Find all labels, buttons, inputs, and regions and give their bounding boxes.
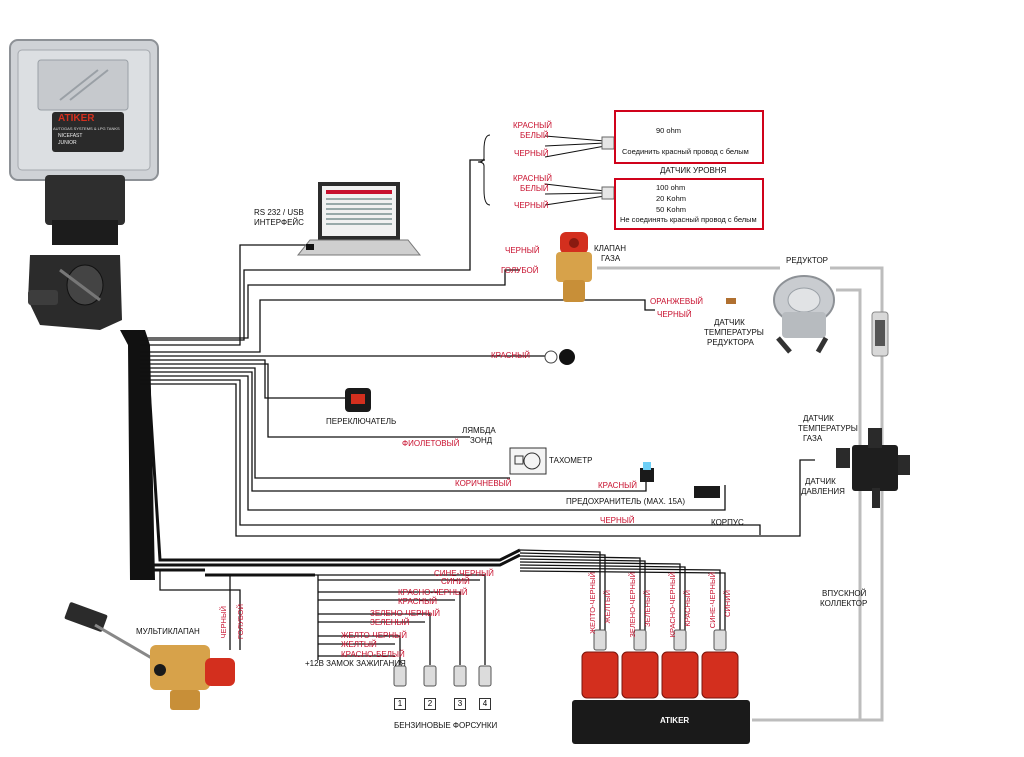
petrol-injectors-caption: БЕНЗИНОВЫЕ ФОРСУНКИ	[394, 721, 498, 730]
level1-note: Соединить красный провод с белым	[622, 147, 749, 156]
red-wire-label: КРАСНЫЙ	[491, 351, 531, 360]
gas-filter-image	[871, 311, 889, 357]
gasinj-w1: ЖЕЛТО-ЧЕРНЫЙ	[588, 572, 597, 634]
pressure-line1: ДАТЧИК	[805, 477, 836, 486]
fuse-image	[640, 462, 720, 498]
level-brace	[477, 134, 606, 206]
gas-valve-image	[556, 232, 592, 302]
petrol-w6: ЗЕЛЕНЫЙ	[370, 618, 410, 627]
ecu-body	[9, 39, 159, 245]
reducer-caption: РЕДУКТОР	[786, 256, 829, 265]
ground-caption: КОРПУС	[711, 518, 744, 527]
branch-wires	[140, 159, 815, 665]
valve-wire-black: ЧЕРНЫЙ	[505, 246, 540, 255]
petrol-w3: КРАСНО-ЧЕРНЫЙ	[398, 588, 468, 597]
lambda-line1: ЛЯМБДА	[462, 426, 496, 435]
multivalve-caption: МУЛЬТИКЛАПАН	[136, 627, 200, 636]
switch-caption: ПЕРЕКЛЮЧАТЕЛЬ	[326, 417, 397, 426]
interface-line2: ИНТЕРФЕЙС	[254, 218, 304, 227]
reducer-temp-line1: ДАТЧИК	[714, 318, 745, 327]
interface-line1: RS 232 / USB	[254, 208, 304, 217]
fuse-caption: ПРЕДОХРАНИТЕЛЬ (MAX. 15A)	[566, 497, 685, 506]
multivalve-image	[64, 602, 235, 710]
gas-pipes	[597, 266, 884, 722]
intake-line2: КОЛЛЕКТОР	[820, 599, 868, 608]
level1-wire-black: ЧЕРНЫЙ	[514, 149, 549, 158]
level-sensor-1-box	[614, 110, 764, 164]
level2-wire-white: БЕЛЫЙ	[520, 184, 549, 193]
valve-line1: КЛАПАН	[594, 244, 627, 253]
ecu-connector	[28, 255, 122, 330]
injector-number-2: 2	[424, 698, 436, 710]
petrol-w1: СИНЕ-ЧЕРНЫЙ	[434, 569, 494, 578]
petrol-w7: ЖЕЛТО-ЧЕРНЫЙ	[341, 631, 407, 640]
switch-image	[345, 388, 371, 412]
main-harness	[128, 335, 521, 577]
level-caption: ДАТЧИК УРОВНЯ	[660, 166, 727, 175]
lambda-wire: ФИОЛЕТОВЫЙ	[402, 439, 460, 448]
level-sensor-2-box	[614, 178, 764, 230]
intake-line1: ВПУСКНОЙ	[822, 589, 867, 598]
gasinj-w4: ЗЕЛЕНЫЙ	[643, 590, 652, 627]
ecu-subtitle: AUTOGAS SYSTEMS & LPG TANKS	[53, 126, 120, 131]
petrol-w2: СИНИЙ	[441, 577, 470, 586]
level2-value3: 50 Kohm	[656, 205, 687, 214]
pressure-sensor-image	[836, 428, 910, 508]
petrol-w8: ЖЕЛТЫЙ	[341, 640, 377, 649]
valve-wire-blue: ГОЛУБОЙ	[501, 266, 539, 275]
level2-value1: 100 ohm	[656, 183, 686, 192]
level1-value: 90 ohm	[656, 126, 682, 135]
injector-number-1: 1	[394, 698, 406, 710]
gasinj-w6: КРАСНЫЙ	[683, 590, 692, 627]
multivalve-wire-black: ЧЕРНЫЙ	[219, 606, 228, 639]
level2-value2: 20 Kohm	[656, 194, 687, 203]
pressure-line2: ДАВЛЕНИЯ	[801, 487, 845, 496]
reducer-temp-line2: ТЕМПЕРАТУРЫ	[704, 328, 764, 337]
ground-wire: ЧЕРНЫЙ	[600, 516, 635, 525]
gastemp-line1: ДАТЧИК	[803, 414, 834, 423]
valve-line2: ГАЗА	[601, 254, 621, 263]
petrol-w9: КРАСНО-БЕЛЫЙ	[341, 650, 405, 659]
injector-number-3: 3	[454, 698, 466, 710]
level2-wire-black: ЧЕРНЫЙ	[514, 201, 549, 210]
gasinj-w3: ЗЕЛЕНО-ЧЕРНЫЙ	[628, 572, 637, 638]
gasinj-w8: СИНИЙ	[723, 590, 732, 618]
petrol-w5: ЗЕЛЕНО-ЧЕРНЫЙ	[370, 609, 441, 618]
tacho-caption: ТАХОМЕТР	[549, 456, 593, 465]
gasinj-w7: СИНЕ-ЧЕРНЫЙ	[708, 572, 717, 629]
tacho-wire: КОРИЧНЕВЫЙ	[455, 479, 512, 488]
level1-wire-red: КРАСНЫЙ	[513, 121, 553, 130]
red-wire-knob	[544, 349, 575, 365]
lambda-line2: ЗОНД	[470, 436, 493, 445]
ecu-model-line2: JUNIOR	[58, 140, 77, 146]
rail-brand: ATIKER	[660, 716, 690, 725]
gas-injector-rail	[572, 629, 750, 744]
multivalve-wire-blue: ГОЛУБОЙ	[236, 604, 245, 640]
level1-wire-white: БЕЛЫЙ	[520, 131, 549, 140]
reducer-wire-orange: ОРАНЖЕВЫЙ	[650, 297, 704, 306]
fuse-wire: КРАСНЫЙ	[598, 481, 638, 490]
ecu-brand: ATIKER	[58, 113, 95, 124]
gasinj-w5: КРАСНО-ЧЕРНЫЙ	[668, 572, 677, 638]
injector-number-4: 4	[479, 698, 491, 710]
reducer-image	[726, 275, 835, 354]
laptop-image	[296, 182, 422, 256]
reducer-temp-line3: РЕДУКТОРА	[707, 338, 754, 347]
petrol-w4: КРАСНЫЙ	[398, 597, 438, 606]
ecu-model-line1: NICEFAST	[58, 133, 83, 139]
gasinj-w2: ЖЕЛТЫЙ	[603, 590, 612, 624]
petrol-w10: +12В ЗАМОК ЗАЖИГАНИЯ	[305, 659, 406, 668]
petrol-injector-plugs	[393, 665, 492, 687]
harness-core	[120, 330, 155, 580]
gastemp-line3: ГАЗА	[803, 434, 823, 443]
reducer-wire-black: ЧЕРНЫЙ	[657, 310, 692, 319]
level2-note: Не соединять красный провод с белым	[620, 215, 757, 224]
level2-wire-red: КРАСНЫЙ	[513, 174, 553, 183]
gastemp-line2: ТЕМПЕРАТУРЫ	[798, 424, 858, 433]
tacho-image	[509, 447, 547, 475]
